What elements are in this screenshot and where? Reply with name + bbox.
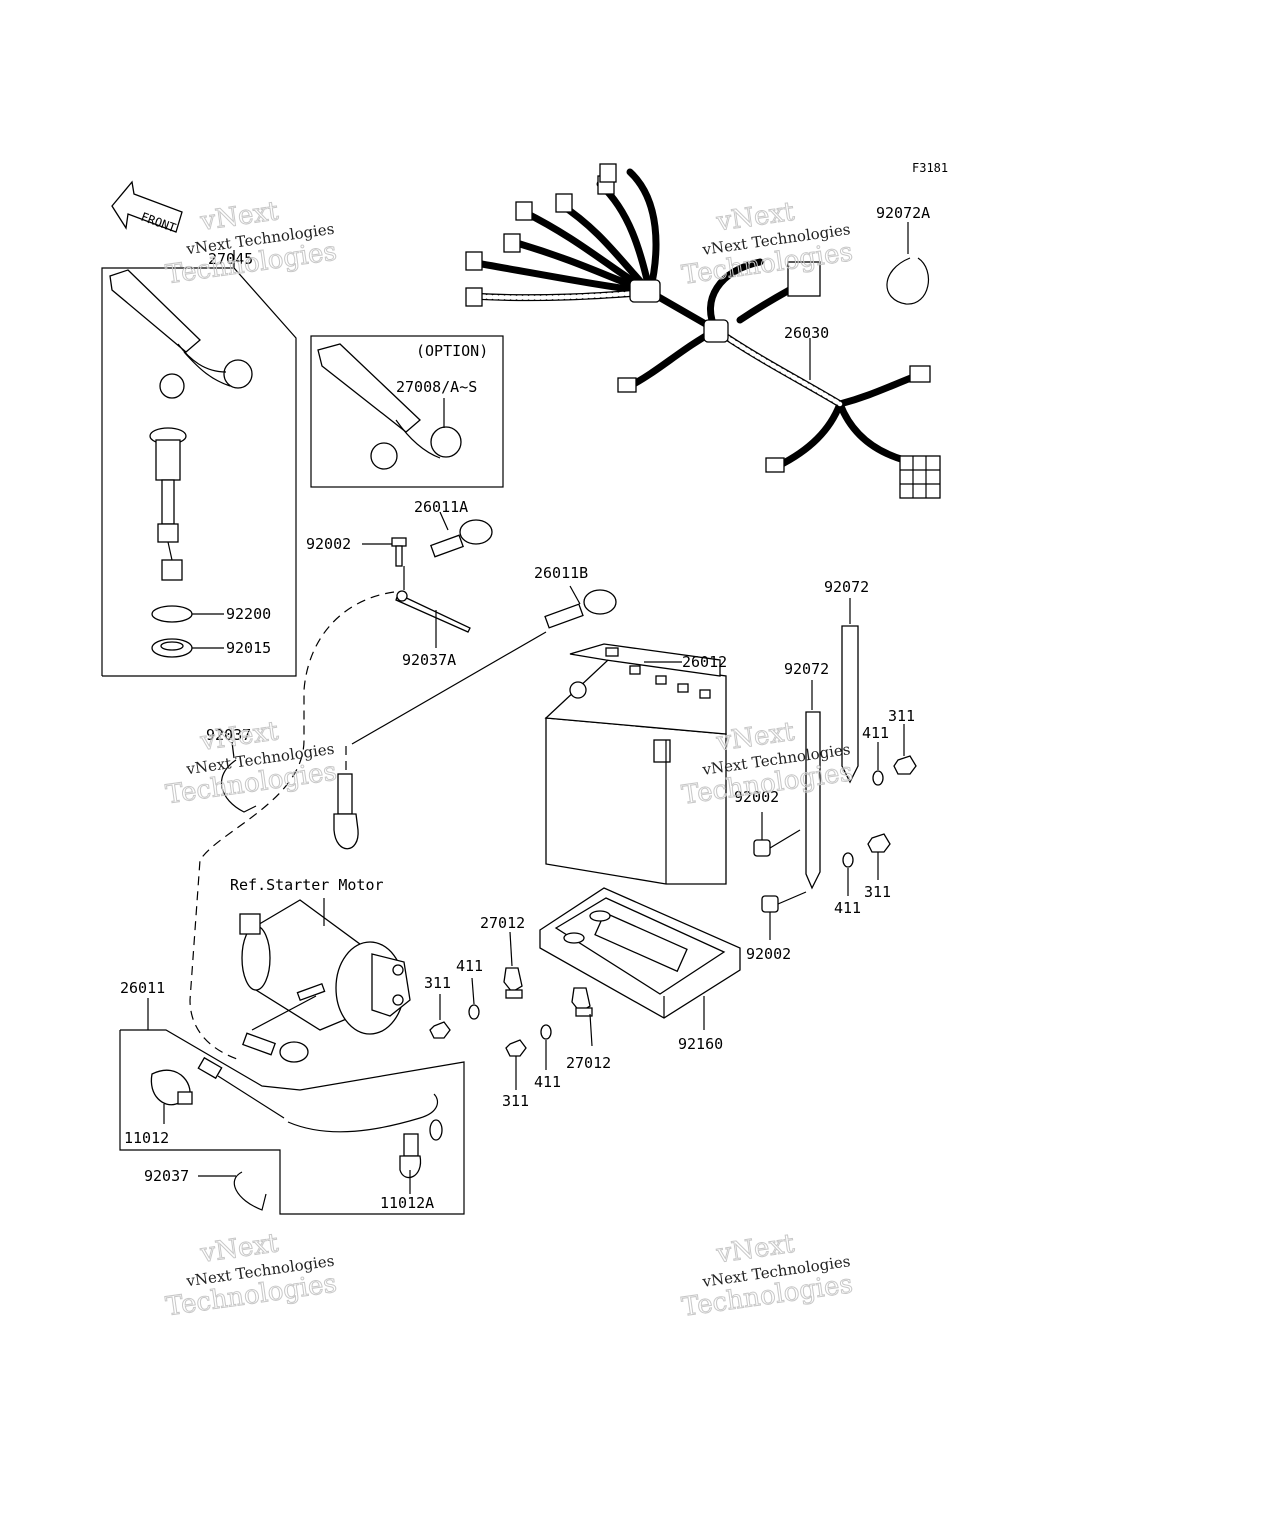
label-311-b: 311 xyxy=(864,883,891,901)
main-harness xyxy=(465,163,941,499)
battery xyxy=(544,643,727,885)
watermark-mid-right: vNext vNext Technologies Technologies xyxy=(679,716,855,811)
label-411-a: 411 xyxy=(862,724,889,742)
bolts-strap xyxy=(753,812,807,940)
watermark-bottom-right: vNext vNext Technologies Technologies xyxy=(679,1228,855,1323)
label-92002-top: 92002 xyxy=(306,535,351,553)
ref-starter-motor-label: Ref.Starter Motor xyxy=(230,876,384,894)
starter-motor xyxy=(239,898,411,1063)
battery-cable-positive xyxy=(362,511,493,648)
label-92002-low: 92002 xyxy=(746,945,791,963)
figure-code: F3181 xyxy=(912,161,948,175)
label-26011A: 26011A xyxy=(414,498,468,516)
washer-nut-middle xyxy=(429,977,552,1090)
label-26012: 26012 xyxy=(682,653,727,671)
label-27008: 27008/A~S xyxy=(396,378,477,396)
washer-nut-upper xyxy=(872,724,917,786)
battery-cable-negative xyxy=(333,585,617,850)
label-411-d: 411 xyxy=(534,1073,561,1091)
watermark-bottom-left: vNext vNext Technologies Technologies xyxy=(163,1228,339,1323)
washer-nut-lower xyxy=(842,833,891,896)
battery-strap-a xyxy=(841,598,859,784)
watermark-top-left: vNext vNext Technologies Technologies xyxy=(163,196,339,291)
label-92072-b: 92072 xyxy=(784,660,829,678)
label-11012: 11012 xyxy=(124,1129,169,1147)
battery-strap-b xyxy=(805,680,821,890)
watermark-top-right: vNext vNext Technologies Technologies xyxy=(679,196,855,291)
label-11012A: 11012A xyxy=(380,1194,434,1212)
label-92200: 92200 xyxy=(226,605,271,623)
clamp-92072A xyxy=(886,222,930,305)
label-92160: 92160 xyxy=(678,1035,723,1053)
label-26030: 26030 xyxy=(784,324,829,342)
front-arrow-icon: FRONT xyxy=(111,180,183,235)
watermark-mid-left: vNext vNext Technologies Technologies xyxy=(163,716,339,811)
label-411-c: 411 xyxy=(456,957,483,975)
tie-92037-mid xyxy=(220,741,257,813)
label-92037-mid: 92037 xyxy=(206,726,251,744)
starter-cable-assembly xyxy=(119,998,465,1215)
label-27045: 27045 xyxy=(208,250,253,268)
label-311-a: 311 xyxy=(888,707,915,725)
label-26011B: 26011B xyxy=(534,564,588,582)
label-311-c: 311 xyxy=(424,974,451,992)
ignition-switch-assembly xyxy=(101,250,297,677)
label-92037A: 92037A xyxy=(402,651,456,669)
label-92072A: 92072A xyxy=(876,204,930,222)
bracket-27012-b xyxy=(571,987,593,1047)
bracket-27012-a xyxy=(503,931,523,999)
label-26011: 26011 xyxy=(120,979,165,997)
label-92002-mid: 92002 xyxy=(734,788,779,806)
label-27012-b: 27012 xyxy=(566,1054,611,1072)
label-411-b: 411 xyxy=(834,899,861,917)
battery-tray xyxy=(539,887,741,1030)
label-92072-a: 92072 xyxy=(824,578,869,596)
label-92037-low: 92037 xyxy=(144,1167,189,1185)
label-311-d: 311 xyxy=(502,1092,529,1110)
option-label: (OPTION) xyxy=(416,342,488,360)
label-92015: 92015 xyxy=(226,639,271,657)
label-27012-a: 27012 xyxy=(480,914,525,932)
option-key-box xyxy=(310,335,504,488)
